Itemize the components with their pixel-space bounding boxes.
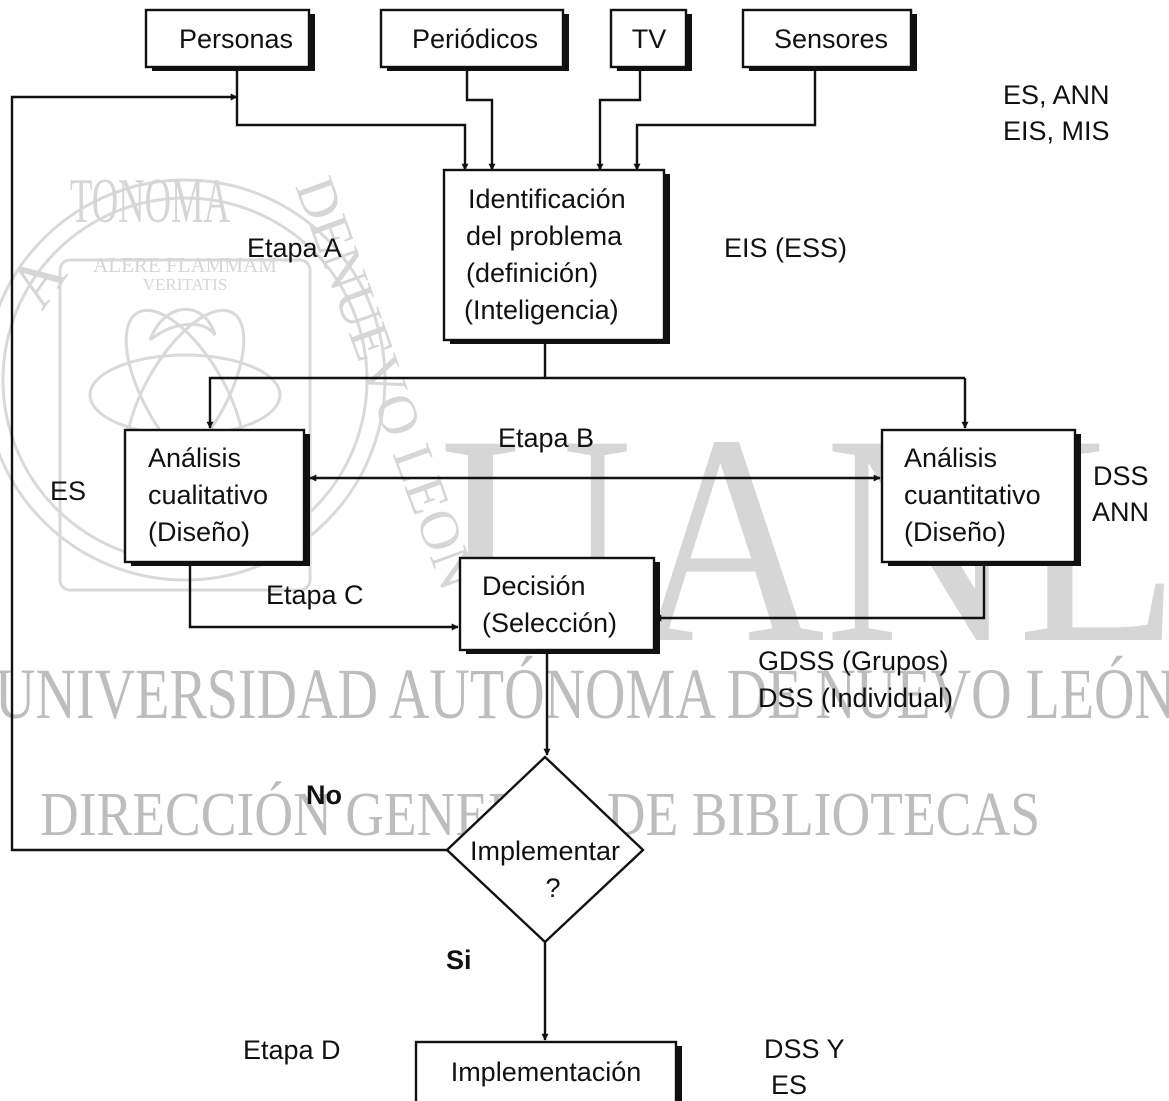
label-eis-ess: EIS (ESS)	[724, 233, 847, 263]
source-periodicos-label: Periódicos	[412, 24, 538, 54]
decision-line-1: Decisión	[482, 571, 586, 601]
seal-motto-line-2: VERITATIS	[143, 275, 228, 294]
source-personas-label: Personas	[179, 24, 293, 54]
label-dss-individual: DSS (Individual)	[758, 683, 953, 713]
cualitativo-line-1: Análisis	[148, 443, 241, 473]
implementacion-box: Implementación	[414, 1040, 682, 1101]
source-tv: TV	[609, 8, 692, 71]
connector-tv	[596, 69, 642, 171]
seal-top-text: TONOMA	[70, 165, 230, 236]
source-tv-label: TV	[632, 24, 667, 54]
cualitativo-line-2: cualitativo	[148, 480, 268, 510]
label-eis-mis: EIS, MIS	[1003, 116, 1110, 146]
cuantitativo-line-2: cuantitativo	[904, 480, 1041, 510]
identificacion-line-1: Identificación	[468, 184, 626, 214]
connectors	[10, 69, 986, 1041]
label-no: No	[306, 780, 342, 810]
diamond-line-1: Implementar	[470, 836, 620, 866]
source-sensores-label: Sensores	[774, 24, 888, 54]
label-es-ann: ES, ANN	[1003, 80, 1110, 110]
label-dss-y: DSS Y	[764, 1034, 845, 1064]
identificacion-line-4: (Inteligencia)	[464, 295, 619, 325]
implementar-diamond: Implementar ?	[445, 755, 645, 944]
cuantitativo-box: Análisis cuantitativo (Diseño)	[880, 428, 1081, 566]
label-ann: ANN	[1092, 497, 1149, 527]
label-dss: DSS	[1093, 461, 1149, 491]
identificacion-line-3: (definición)	[466, 258, 598, 288]
label-etapa-d: Etapa D	[243, 1035, 341, 1065]
connector-personas	[235, 69, 469, 171]
connector-cuantitativo-to-decision	[654, 562, 986, 622]
source-periodicos: Periódicos	[379, 8, 569, 71]
label-etapa-c: Etapa C	[266, 580, 364, 610]
annotations: ES, ANN EIS, MIS Etapa A EIS (ESS) Etapa…	[50, 80, 1149, 1100]
connector-to-cualitativo	[206, 376, 965, 429]
identificacion-box: Identificación del problema (definición)…	[442, 168, 670, 344]
connector-periodicos	[465, 69, 496, 171]
connector-sensores	[633, 69, 817, 171]
label-es-bottom: ES	[771, 1070, 807, 1100]
cuantitativo-line-3: (Diseño)	[904, 517, 1006, 547]
source-sensores: Sensores	[741, 8, 917, 71]
label-gdss: GDSS (Grupos)	[758, 646, 949, 676]
identificacion-line-2: del problema	[466, 221, 623, 251]
source-personas: Personas	[144, 8, 315, 71]
label-etapa-a: Etapa A	[247, 233, 342, 263]
label-etapa-b: Etapa B	[498, 423, 594, 453]
decision-line-2: (Selección)	[482, 608, 617, 638]
diamond-line-2: ?	[545, 873, 560, 903]
connector-cualitativo-to-decision	[188, 562, 459, 631]
label-si: Si	[446, 945, 472, 975]
implementacion-label: Implementación	[451, 1057, 642, 1087]
cuantitativo-line-1: Análisis	[904, 443, 997, 473]
seal-motto-line-1: ALERE FLAMMAM	[93, 253, 277, 277]
cualitativo-line-3: (Diseño)	[148, 517, 250, 547]
watermark-university-line: UNIVERSIDAD AUTÓNOMA DE NUEVO LEÓN	[0, 654, 1169, 734]
decision-box: Decisión (Selección)	[458, 556, 660, 654]
label-es-left: ES	[50, 476, 86, 506]
connector-no-loop	[10, 93, 448, 852]
cualitativo-box: Análisis cualitativo (Diseño)	[123, 428, 310, 566]
